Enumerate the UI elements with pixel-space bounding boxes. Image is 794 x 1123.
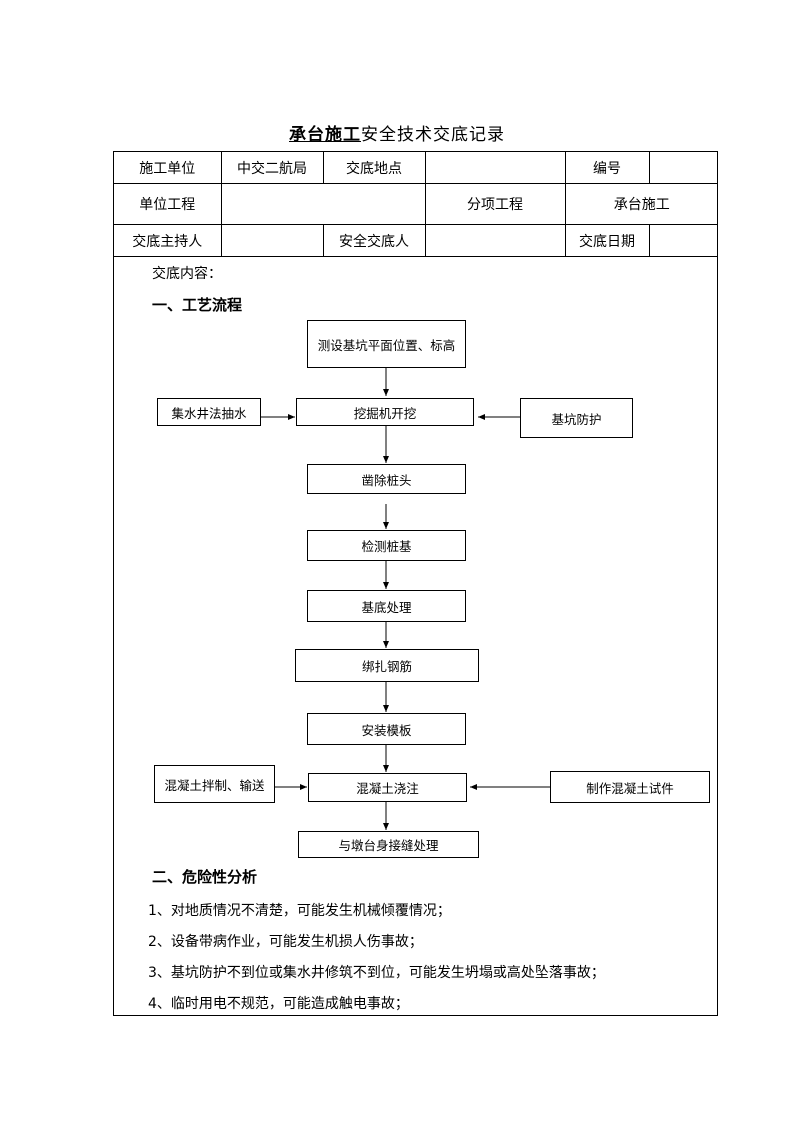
content-label: 交底内容： <box>152 266 222 282</box>
safety-person-label: 安全交底人 <box>322 224 426 257</box>
title-rest: 安全技术交底记录 <box>361 125 505 145</box>
hazard-item-1: 1、对地质情况不清楚，可能发生机械倾覆情况； <box>148 903 451 919</box>
flow-step-protect: 基坑防护 <box>520 398 633 438</box>
flow-step-survey: 测设基坑平面位置、标高 <box>307 320 466 368</box>
document-title: 承台施工安全技术交底记录 <box>0 120 794 145</box>
flow-step-mix: 混凝土拌制、输送 <box>154 765 275 803</box>
construction-unit-value: 中交二航局 <box>220 152 324 184</box>
flow-step-specimen: 制作混凝土试件 <box>550 771 710 803</box>
flow-step-joint: 与墩台身接缝处理 <box>298 831 479 858</box>
host-label: 交底主持人 <box>114 224 222 257</box>
safety-person-value <box>424 224 566 257</box>
sub-project-value: 承台施工 <box>564 183 718 225</box>
flow-step-excavate: 挖掘机开挖 <box>296 398 474 426</box>
flow-step-pour: 混凝土浇注 <box>308 773 467 802</box>
section-process-title: 一、工艺流程 <box>152 296 243 314</box>
number-label: 编号 <box>564 152 650 184</box>
header-table: 施工单位 中交二航局 交底地点 编号 单位工程 分项工程 承台施工 交底主持人 … <box>114 152 718 257</box>
location-label: 交底地点 <box>322 152 426 184</box>
flow-step-formwork: 安装模板 <box>307 713 466 745</box>
unit-project-label: 单位工程 <box>114 183 222 225</box>
hazard-item-2: 2、设备带病作业，可能发生机损人伤事故； <box>148 934 423 950</box>
flow-step-chisel: 凿除桩头 <box>307 464 466 494</box>
flow-step-base: 基底处理 <box>307 590 466 622</box>
section-hazard-title: 二、危险性分析 <box>152 868 258 886</box>
date-label: 交底日期 <box>564 224 650 257</box>
host-value <box>220 224 324 257</box>
flow-step-rebar: 绑扎钢筋 <box>295 649 479 682</box>
date-value <box>648 224 718 257</box>
hazard-item-3: 3、基坑防护不到位或集水井修筑不到位，可能发生坍塌或高处坠落事故； <box>148 965 605 981</box>
flow-step-inspect: 检测桩基 <box>307 530 466 561</box>
hazard-item-4: 4、临时用电不规范，可能造成触电事故； <box>148 996 409 1012</box>
flow-step-drain: 集水井法抽水 <box>157 398 261 426</box>
record-frame: 施工单位 中交二航局 交底地点 编号 单位工程 分项工程 承台施工 交底主持人 … <box>113 151 718 1016</box>
sub-project-label: 分项工程 <box>424 183 566 225</box>
title-underlined: 承台施工 <box>289 125 361 145</box>
